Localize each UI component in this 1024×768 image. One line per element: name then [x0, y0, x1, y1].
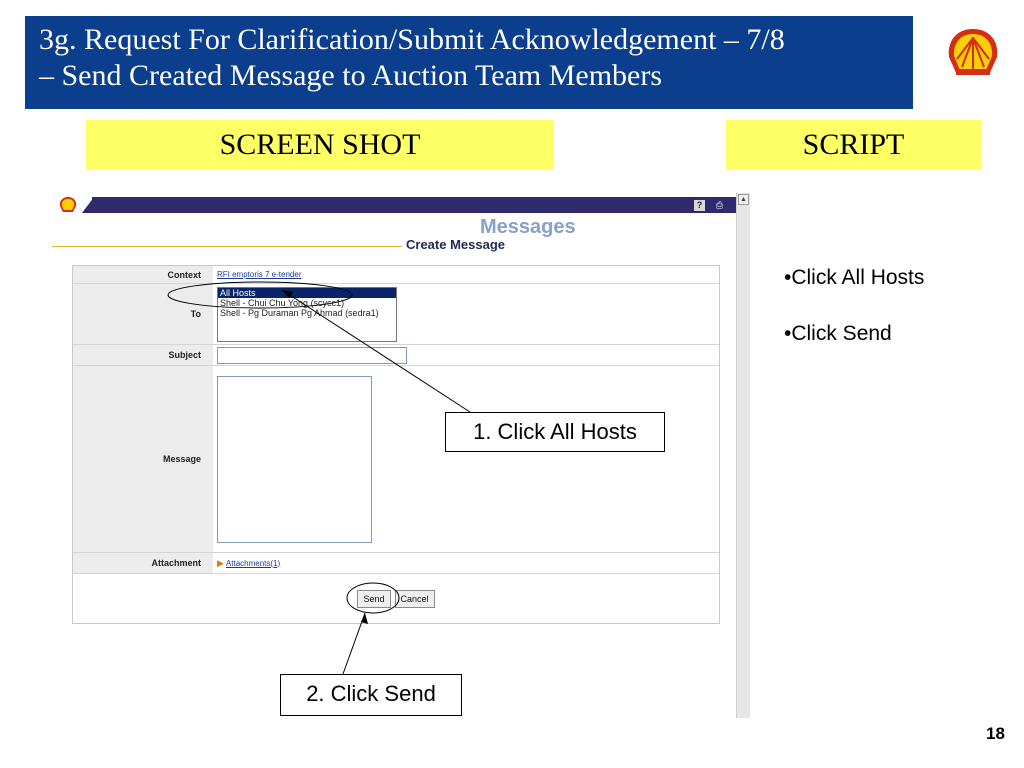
- to-row: To All Hosts Shell - Chui Chu Yong (scyc…: [73, 284, 719, 345]
- app-top-bar: ? ⎙: [48, 195, 736, 215]
- page-number: 18: [986, 724, 1005, 743]
- callout-click-all-hosts: 1. Click All Hosts: [445, 412, 665, 452]
- context-label: Context: [73, 266, 213, 283]
- callout-click-send: 2. Click Send: [280, 674, 462, 716]
- scroll-up-icon[interactable]: ▲: [738, 194, 749, 205]
- message-label: Message: [73, 366, 213, 552]
- message-row: Message: [73, 366, 719, 553]
- context-link[interactable]: RFI emptoris 7 e-tender: [217, 270, 302, 279]
- print-icon[interactable]: ⎙: [715, 200, 724, 210]
- script-item: •Click Send: [784, 322, 892, 345]
- page-scrollbar[interactable]: ▲: [736, 193, 750, 718]
- cancel-button[interactable]: Cancel: [394, 589, 435, 608]
- recipient-option-all-hosts[interactable]: All Hosts: [218, 287, 396, 298]
- shell-logo-small-icon: [59, 197, 77, 212]
- script-item: •Click All Hosts: [784, 266, 925, 289]
- create-message-title: Create Message: [406, 237, 505, 252]
- attachment-label: Attachment: [73, 553, 213, 573]
- app-bar-band: [92, 197, 736, 213]
- script-list: •Click All Hosts •Click Send: [784, 266, 924, 378]
- messages-header: Messages: [480, 216, 576, 238]
- shell-logo: [948, 29, 998, 75]
- slide-title: 3g. Request For Clarification/Submit Ack…: [25, 16, 913, 109]
- slide-title-line-1: 3g. Request For Clarification/Submit Ack…: [39, 23, 785, 56]
- header-rule: [52, 246, 402, 247]
- script-label: SCRIPT: [726, 120, 981, 170]
- recipient-option[interactable]: Shell - Chui Chu Yong (scycc1): [220, 297, 345, 308]
- subject-label: Subject: [73, 345, 213, 365]
- context-row: Context RFI emptoris 7 e-tender: [73, 266, 719, 284]
- to-label: To: [73, 284, 213, 344]
- app-bar-corner: [82, 197, 94, 213]
- screenshot-frame: ? ⎙ ▲ Messages Create Message Context RF…: [48, 193, 750, 718]
- recipient-listbox[interactable]: All Hosts Shell - Chui Chu Yong (scycc1)…: [217, 286, 397, 342]
- message-textarea[interactable]: [217, 375, 372, 543]
- attachment-row: Attachment ▶ Attachments(1): [73, 553, 719, 574]
- send-button[interactable]: Send: [357, 589, 391, 608]
- subject-row: Subject: [73, 345, 719, 366]
- subject-input[interactable]: [217, 346, 407, 364]
- screenshot-label: SCREEN SHOT: [86, 120, 554, 170]
- attachments-link[interactable]: Attachments(1): [225, 558, 281, 568]
- expand-arrow-icon[interactable]: ▶: [217, 557, 224, 568]
- recipient-option[interactable]: Shell - Pg Duraman Pg Ahmad (sedra1): [220, 307, 379, 318]
- help-icon[interactable]: ?: [694, 200, 705, 211]
- button-row: Send Cancel: [73, 574, 719, 623]
- slide-title-line-2: – Send Created Message to Auction Team M…: [39, 59, 663, 92]
